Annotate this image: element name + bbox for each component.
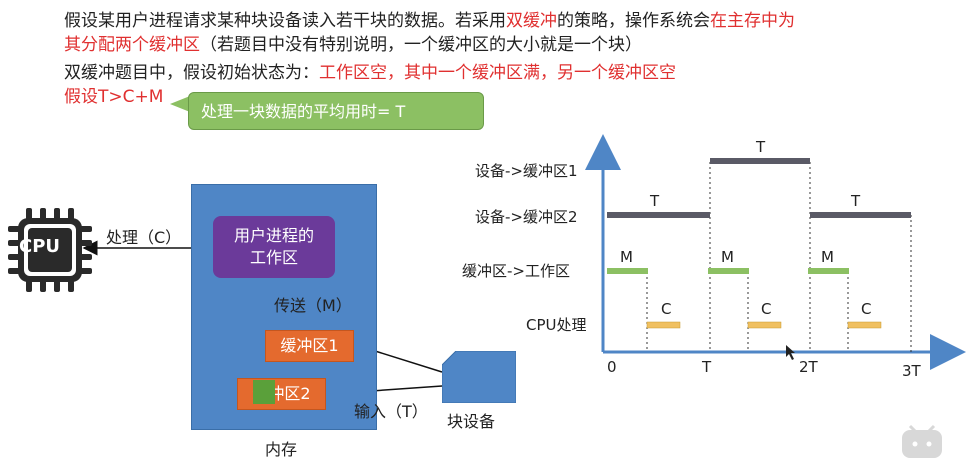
bar-label-M: M (821, 248, 834, 266)
bar-buffer-workarea (708, 268, 749, 274)
bar-device-buffer2 (607, 212, 710, 218)
intro-text: 假设某用户进程请求某种块设备读入若干块的数据。若采用 (64, 11, 506, 31)
intro-line-3: 双缓冲题目中，假设初始状态为：工作区空，其中一个缓冲区满，另一个缓冲区空 (64, 62, 676, 84)
input-label: 输入（T） (354, 402, 428, 421)
intro-line-1: 假设某用户进程请求某种块设备读入若干块的数据。若采用双缓冲的策略，操作系统会在主… (64, 10, 795, 32)
mouse-cursor-icon (786, 345, 795, 360)
bar-device-buffer2 (810, 212, 911, 218)
bar-cpu (847, 321, 882, 329)
callout-tail (170, 96, 190, 112)
intro-text: 的策略，操作系统会 (557, 11, 710, 31)
bar-label-C: C (761, 300, 772, 318)
assumption-text: 假设T>C+M (64, 87, 164, 107)
buffer-2: 缓冲区2 (237, 378, 326, 410)
bar-label-C: C (661, 300, 672, 318)
row-label: 设备->缓冲区2 (475, 208, 578, 226)
bar-label-T: T (756, 138, 766, 156)
bar-cpu (747, 321, 782, 329)
tick-label: 0 (607, 358, 617, 376)
watermark-icon (902, 424, 942, 458)
block-device-icon (442, 351, 516, 403)
transfer-label: 传送（M） (274, 296, 352, 315)
tick-label: 3T (902, 362, 921, 380)
intro-highlight: 工作区空，其中一个缓冲区满，另一个缓冲区空 (319, 63, 676, 83)
intro-text: （若题目中没有特别说明，一个缓冲区的大小就是一个块） (200, 35, 642, 55)
cpu-label: CPU (19, 236, 61, 257)
bar-label-T: T (650, 192, 660, 210)
workarea-label: 工作区 (249, 248, 298, 267)
device-label: 块设备 (447, 412, 496, 431)
intro-line-2: 其分配两个缓冲区（若题目中没有特别说明，一个缓冲区的大小就是一个块） (64, 34, 642, 56)
memory-label: 内存 (265, 440, 298, 459)
row-label: 缓冲区->工作区 (462, 262, 570, 280)
row-label: CPU处理 (526, 316, 587, 334)
intro-text: 双缓冲题目中，假设初始状态为： (64, 63, 319, 83)
workarea-label: 用户进程的 (233, 226, 314, 245)
bar-label-C: C (861, 300, 872, 318)
bar-buffer-workarea (607, 268, 648, 274)
callout-box: 处理一块数据的平均用时= T (188, 92, 484, 130)
process-label: 处理（C） (106, 228, 182, 247)
buffer-1: 缓冲区1 (265, 330, 354, 362)
user-workarea: 用户进程的 工作区 (213, 216, 335, 278)
bar-cpu (646, 321, 681, 329)
bar-buffer-workarea (808, 268, 849, 274)
tick-label: 2T (799, 358, 818, 376)
highlight-block (253, 380, 275, 404)
tick-label: T (702, 358, 712, 376)
bar-label-T: T (851, 192, 861, 210)
bar-label-M: M (721, 248, 734, 266)
bar-label-M: M (620, 248, 633, 266)
bar-device-buffer1 (710, 158, 810, 164)
intro-highlight: 其分配两个缓冲区 (64, 35, 200, 55)
intro-highlight: 双缓冲 (506, 11, 557, 31)
intro-highlight: 在主存中为 (710, 11, 795, 31)
cpu-chip-icon (8, 208, 92, 292)
row-label: 设备->缓冲区1 (475, 162, 578, 180)
